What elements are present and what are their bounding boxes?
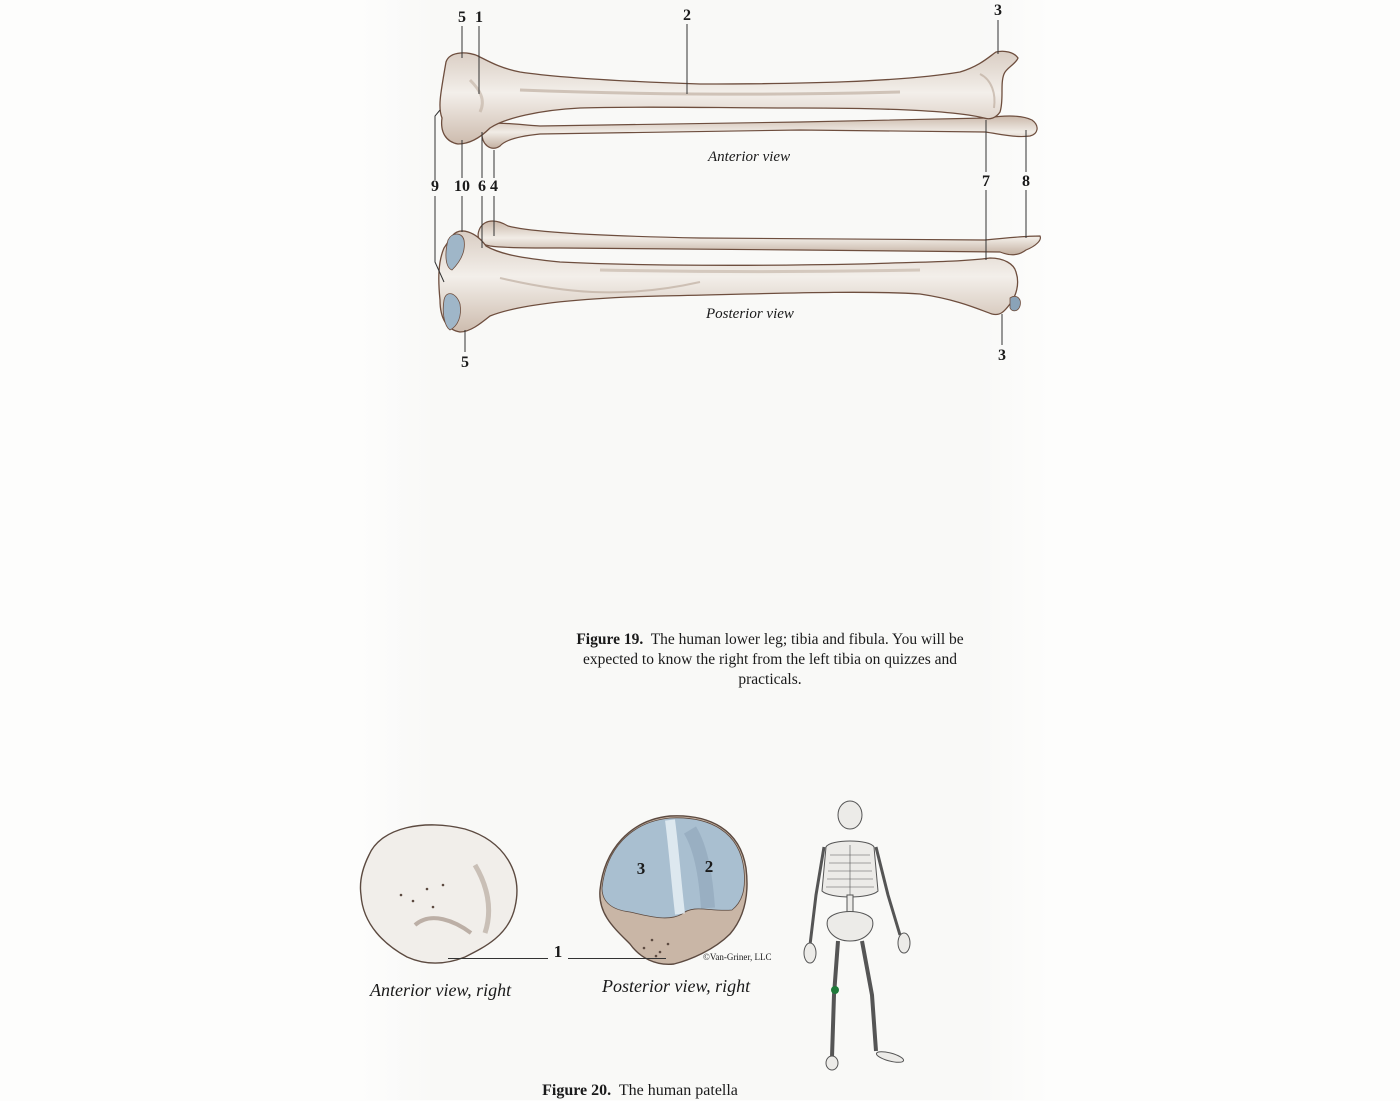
copyright-notice: ©Van-Griner, LLC (703, 952, 772, 962)
anterior-label-4: 4 (490, 178, 498, 195)
figure-20-caption-title: Figure 20. (542, 1082, 612, 1099)
patella-leader-right (568, 958, 666, 959)
patella-anterior-label: Anterior view, right (370, 980, 512, 1000)
patella-label-1: 1 (553, 942, 563, 961)
anterior-label-9: 9 (431, 178, 439, 195)
anterior-label-1: 1 (475, 9, 483, 26)
patella-highlight-dot (831, 986, 839, 994)
patella-label-3: 3 (636, 859, 646, 878)
figure-19-caption-text: The human lower leg; tibia and fibula. Y… (582, 631, 964, 688)
anterior-label-10: 10 (454, 178, 470, 195)
figure-20-caption: Figure 20. The human patella (530, 1081, 750, 1101)
anterior-label-3: 3 (994, 2, 1002, 19)
skeleton-locator-illustration (803, 800, 911, 1071)
figure-19-caption: Figure 19. The human lower leg; tibia an… (565, 630, 975, 690)
anterior-view-label: Anterior view (708, 149, 791, 165)
anterior-label-6: 6 (478, 178, 486, 195)
anterior-label-8: 8 (1022, 173, 1030, 190)
posterior-view-label: Posterior view (706, 306, 794, 322)
posterior-label-5: 5 (461, 354, 469, 371)
tibia-fibula-posterior-illustration (434, 190, 1041, 352)
patella-leader-left (448, 958, 548, 959)
anterior-label-5: 5 (458, 9, 466, 26)
anterior-label-7: 7 (982, 173, 990, 190)
tibia-fibula-anterior-illustration (434, 20, 1038, 180)
figure-20-caption-text: The human patella (618, 1082, 738, 1099)
patella-posterior-label: Posterior view, right (602, 976, 751, 996)
figure-19-caption-title: Figure 19. (576, 631, 644, 648)
anterior-label-2: 2 (683, 7, 691, 24)
patella-label-2: 2 (704, 857, 714, 876)
posterior-label-3: 3 (998, 347, 1006, 364)
patella-anterior-illustration (359, 824, 518, 964)
patella-posterior-illustration (599, 815, 748, 965)
